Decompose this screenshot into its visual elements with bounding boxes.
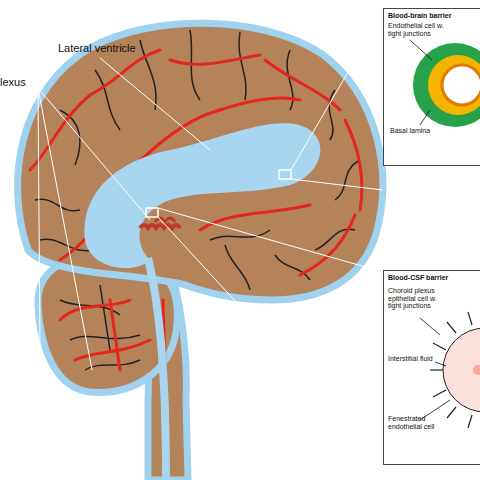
sample-box [146,208,158,217]
choroid-plexus [155,218,175,222]
cerebrum [18,23,383,300]
pointer-line [435,362,446,366]
endothelium [428,55,480,115]
part-label: Basal lamina [390,127,450,135]
cell-nucleus [473,365,480,375]
choroid-plexus [140,225,180,228]
lumen [442,65,480,105]
part-label: lexus [0,76,60,88]
blood-vessels [30,50,362,470]
pointer-line [410,40,432,60]
part-label: Interstitial fluid [388,355,448,363]
part-label: Fenestrated endothelial cell [388,415,446,430]
epithelial-spikes [430,312,472,428]
leader-lines [38,12,383,462]
sample-box [279,170,291,179]
part-label: Lateral ventricle [58,42,178,54]
pointer-line [420,110,430,125]
sulci [35,30,360,370]
lateral-ventricle [85,123,321,268]
vessel-wall [413,43,480,127]
part-label: Choroid plexus epithelial cell w. tight … [388,287,446,310]
inset-heading: Blood-brain barrier [388,12,451,19]
pointer-line [420,318,440,335]
part-label: Endothelial cell w. tight junctions [388,22,446,37]
inset-heading: Blood-CSF barrier [388,274,448,281]
capillary [443,328,480,412]
cerebral-aqueduct [148,258,166,480]
